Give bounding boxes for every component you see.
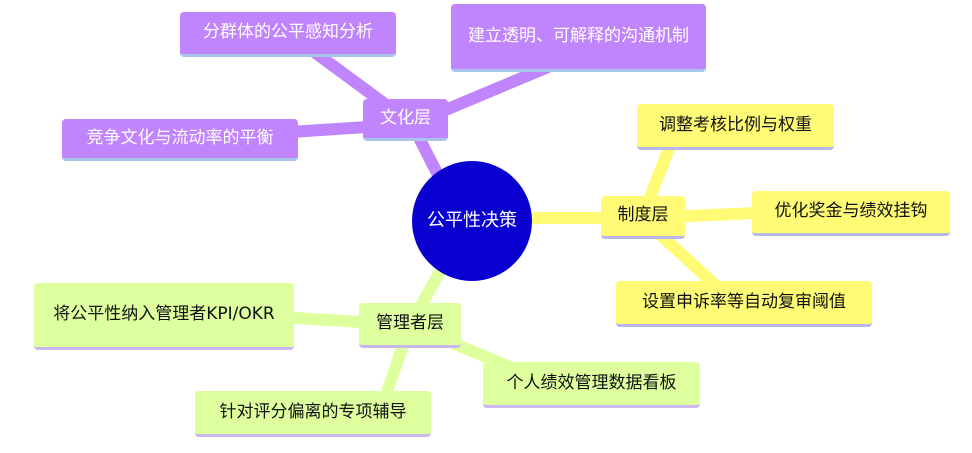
center-node[interactable]: 公平性决策 <box>412 161 532 281</box>
manager-child-1[interactable]: 将公平性纳入管理者KPI/OKR <box>34 283 294 350</box>
manager-child-2[interactable]: 个人绩效管理数据看板 <box>483 362 700 408</box>
manager-child-3[interactable]: 针对评分偏离的专项辅导 <box>195 391 431 437</box>
manager-child-3-label: 针对评分偏离的专项辅导 <box>219 401 407 422</box>
culture-child-3-label: 竞争文化与流动率的平衡 <box>86 127 274 148</box>
culture-child-3[interactable]: 竞争文化与流动率的平衡 <box>62 119 298 161</box>
system-child-2[interactable]: 优化奖金与绩效挂钩 <box>752 191 950 236</box>
system-child-2-label: 优化奖金与绩效挂钩 <box>774 201 928 222</box>
system-node-label: 制度层 <box>617 205 669 226</box>
culture-child-1[interactable]: 分群体的公平感知分析 <box>180 12 396 57</box>
center-node-label: 公平性决策 <box>427 209 517 231</box>
culture-child-2-label: 建立透明、可解释的沟通机制 <box>468 25 689 46</box>
system-child-3-label: 设置申诉率等自动复审阈值 <box>642 291 846 312</box>
manager-node-label: 管理者层 <box>376 313 444 334</box>
culture-node-label: 文化层 <box>380 107 431 128</box>
system-node[interactable]: 制度层 <box>601 196 685 239</box>
system-child-3[interactable]: 设置申诉率等自动复审阈值 <box>616 281 872 327</box>
manager-node[interactable]: 管理者层 <box>359 303 461 348</box>
culture-child-1-label: 分群体的公平感知分析 <box>203 22 373 43</box>
culture-child-2[interactable]: 建立透明、可解释的沟通机制 <box>451 4 706 72</box>
system-child-1-label: 调整考核比例与权重 <box>659 114 812 135</box>
system-child-1[interactable]: 调整考核比例与权重 <box>637 104 834 150</box>
manager-child-1-label: 将公平性纳入管理者KPI/OKR <box>53 304 275 325</box>
culture-node[interactable]: 文化层 <box>363 99 448 141</box>
manager-child-2-label: 个人绩效管理数据看板 <box>506 372 677 393</box>
